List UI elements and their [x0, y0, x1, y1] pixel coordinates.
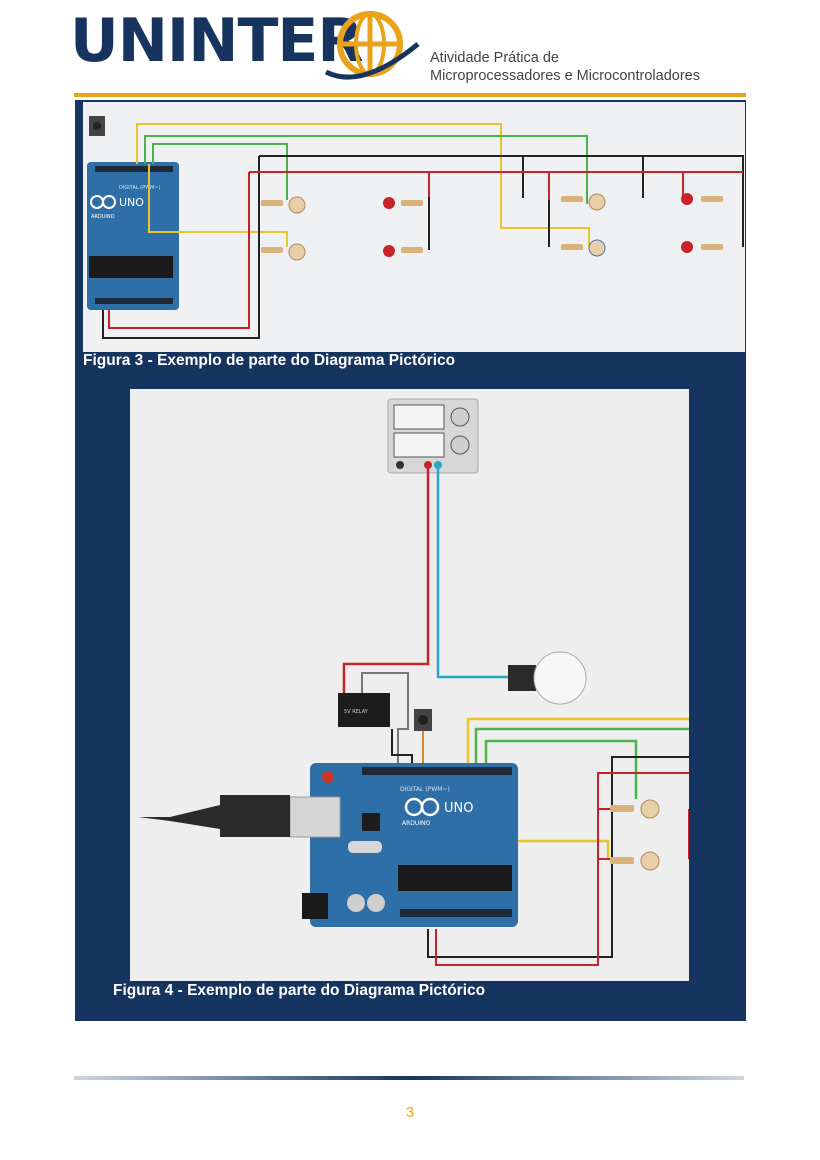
figure-4-caption: Figura 4 - Exemplo de parte do Diagrama …: [113, 982, 486, 999]
board-brand-label: ARDUINO: [91, 214, 115, 220]
footer-rule: [74, 1076, 744, 1080]
header-rule: [74, 93, 746, 97]
figure-3-diagram: DIGITAL (PWM~) UNO ARDUINO: [83, 102, 745, 352]
board-model-label: UNO: [119, 196, 144, 209]
figure-4-diagram: 5V RELAY DIGITAL (PWM~) UNO ARDUINO: [130, 389, 689, 981]
globe-logo-icon: [324, 11, 420, 80]
figure-3-caption: Figura 3 - Exemplo de parte do Diagrama …: [83, 352, 456, 369]
subtitle-line-1: Atividade Prática de: [430, 50, 559, 66]
svg-text:DIGITAL (PWM~): DIGITAL (PWM~): [119, 185, 161, 191]
page-number: 3: [405, 1104, 415, 1121]
header-subtitle: Atividade Prática de Microprocessadores …: [430, 49, 700, 85]
board-brand-label-fig4: ARDUINO: [402, 820, 431, 827]
svg-text:DIGITAL (PWM~): DIGITAL (PWM~): [400, 786, 450, 793]
board-model-label-fig4: UNO: [444, 801, 473, 816]
brand-logo: UNINTER: [70, 6, 364, 76]
svg-text:5V RELAY: 5V RELAY: [344, 709, 369, 715]
subtitle-line-2: Microprocessadores e Microcontroladores: [430, 68, 700, 84]
